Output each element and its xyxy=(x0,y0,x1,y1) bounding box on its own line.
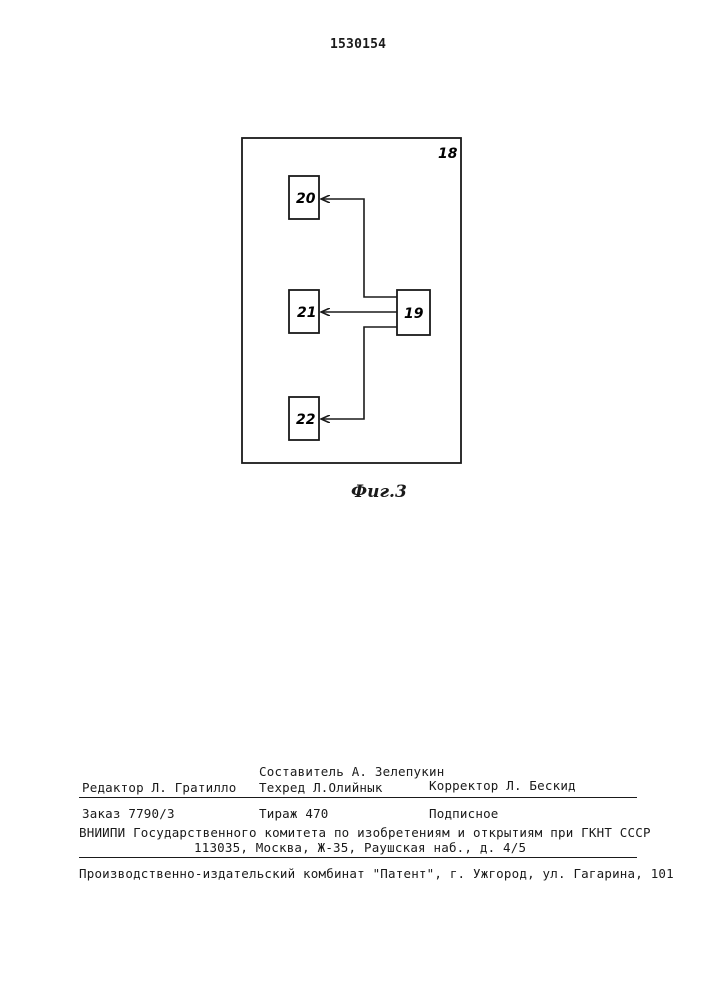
subscription-line: Подписное xyxy=(429,806,499,821)
outer-frame xyxy=(242,138,461,463)
publisher-line: Производственно-издательский комбинат "П… xyxy=(79,866,674,881)
figure-caption: Фиг.3 xyxy=(351,482,407,502)
editor-line: Редактор Л. Гратилло xyxy=(82,780,237,795)
block-19-label: 19 xyxy=(404,306,424,322)
institute-line: ВНИИПИ Государственного комитета по изоб… xyxy=(79,825,651,840)
block-22-label: 22 xyxy=(296,412,315,428)
divider-bottom xyxy=(79,857,637,858)
order-line: Заказ 7790/3 xyxy=(82,806,175,821)
link-19-to-20 xyxy=(321,199,397,297)
corrector-line: Корректор Л. Бескид xyxy=(429,778,576,793)
block-20-label: 20 xyxy=(296,191,316,207)
compiler-line: Составитель А. Зелепукин xyxy=(259,764,444,779)
block-21-label: 21 xyxy=(297,305,316,321)
techred-line: Техред Л.Олийнык xyxy=(259,780,383,795)
circulation-line: Тираж 470 xyxy=(259,806,329,821)
block-diagram: 18 20 21 22 19 xyxy=(0,0,707,520)
address-line: 113035, Москва, Ж-35, Раушская наб., д. … xyxy=(194,840,526,855)
frame-label: 18 xyxy=(438,146,458,162)
divider-top xyxy=(79,797,637,798)
link-19-to-22 xyxy=(321,327,397,419)
